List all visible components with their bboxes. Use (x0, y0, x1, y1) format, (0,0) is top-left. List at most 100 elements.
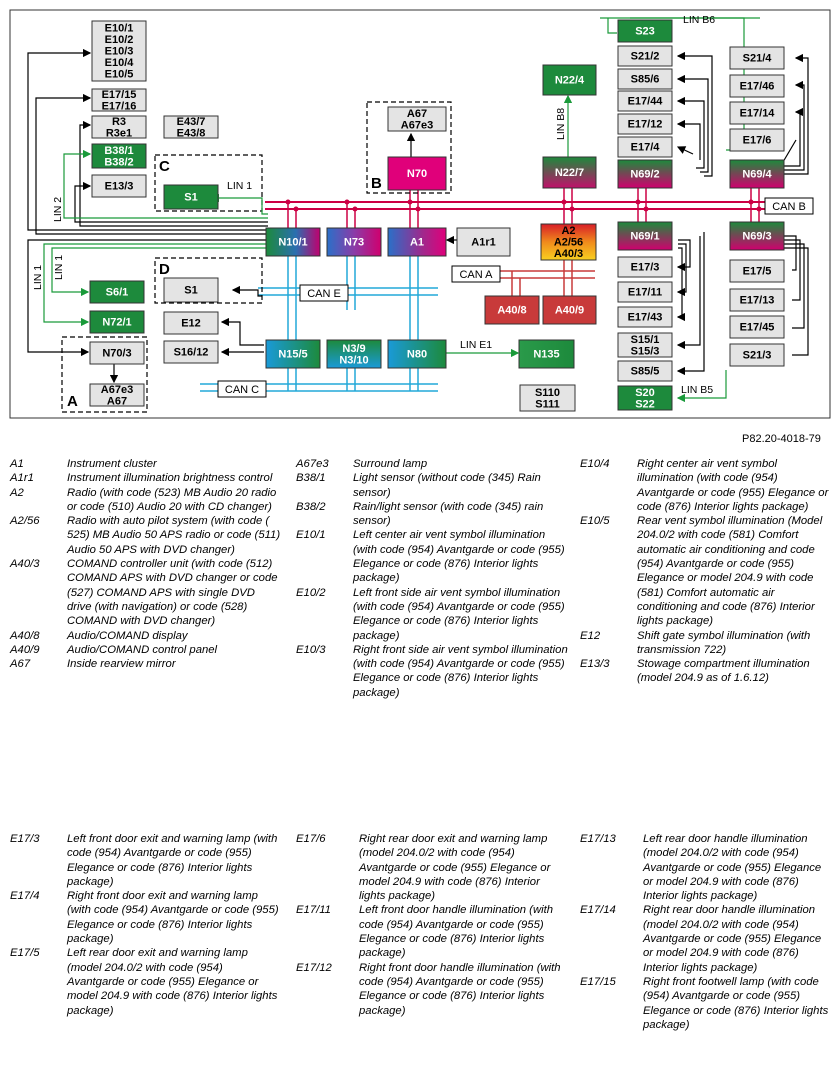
legend-code: A2 (10, 486, 24, 499)
legend-code: E13/3 (580, 658, 610, 671)
legend-entry: E17/3 Left front door exit and warning la… (10, 832, 282, 889)
node-box-e17-43: E17/43 (617, 306, 673, 328)
node-box-label: S15/3 (631, 345, 660, 357)
legend-code: E17/3 (10, 833, 40, 845)
node-box-rect (91, 88, 147, 112)
node-box-label: S85/5 (631, 366, 660, 378)
node-box-s85-6: S85/6 (617, 68, 673, 90)
node-box-rect (91, 143, 147, 169)
legend-code: A67e3 (296, 458, 329, 470)
legend-description: Surround lamp (353, 458, 428, 470)
node-box-label: S1 (184, 285, 197, 297)
node-box-a40-9: A40/9 (542, 295, 597, 325)
node-box-n15-5: N15/5 (265, 339, 321, 369)
legend-code: E17/13 (580, 833, 616, 845)
node-box-label: R3e1 (106, 127, 132, 139)
node-box-rect (163, 311, 219, 335)
node-box-rect (617, 281, 673, 303)
legend-column-4: E17/3 Left front door exit and warning la… (10, 832, 282, 1018)
node-box-label: S21/4 (743, 53, 773, 65)
node-box-rect (265, 227, 321, 257)
node-box-rect (540, 223, 597, 261)
lin-label-1b: LIN 1 (53, 255, 65, 280)
legend-description: Inside rearview mirror (67, 658, 176, 671)
legend-code: E10/3 (296, 643, 326, 656)
node-box-rect (729, 221, 785, 251)
node-box-rect (617, 159, 673, 189)
node-box-e17-6: E17/6 (729, 128, 785, 152)
legend-code: E17/6 (296, 833, 326, 845)
node-box-rect (617, 360, 673, 382)
legend-code: E17/11 (296, 904, 331, 917)
node-box-label: E17/15 (102, 89, 137, 101)
node-box-rect (89, 310, 145, 334)
node-boxes: E10/1E10/2E10/3E10/4E10/5E17/15E17/16R3R… (89, 19, 785, 412)
node-box-s21-2: S21/2 (617, 45, 673, 67)
node-box-label: E12 (181, 318, 201, 330)
lin-label-2: LIN 2 (52, 197, 64, 222)
node-box-label: E17/46 (740, 81, 775, 93)
legend-description: Left rear door handle illumination (mode… (643, 833, 822, 903)
node-box-label: A40/9 (555, 305, 584, 317)
legend-entry: A2 Radio (with code (523) MB Audio 20 rad… (10, 486, 282, 515)
node-box-label: E10/2 (105, 34, 134, 46)
node-box-rect (387, 156, 447, 191)
legend-description: Left front side air vent symbol illumina… (353, 586, 565, 642)
legend-code: E17/5 (10, 947, 40, 960)
node-box-label: B38/2 (104, 156, 133, 168)
dashed-groups (61, 101, 452, 413)
node-box-rect (617, 256, 673, 278)
node-box-label: S15/1 (631, 334, 660, 346)
legend-code: E10/5 (580, 515, 610, 528)
node-box-label: E10/1 (105, 23, 134, 35)
node-box-rect (617, 68, 673, 90)
node-box-label: E10/3 (105, 46, 134, 58)
node-box-label: E17/13 (740, 295, 775, 307)
legend-description: Radio (with code (523) MB Audio 20 radio… (67, 486, 277, 513)
node-box-e17-12: E17/12 (617, 113, 673, 135)
legend-column-6: E17/13 Left rear door handle illumination… (580, 832, 830, 1032)
node-box-s1: S1 (163, 277, 219, 303)
node-box-rect (89, 280, 145, 304)
legend-code: A40/8 (10, 629, 40, 642)
node-box-label: E17/5 (743, 266, 772, 278)
node-box-label: E17/12 (628, 119, 663, 131)
node-box-label: E17/43 (628, 312, 663, 324)
node-box-n22-4: N22/4 (542, 64, 597, 96)
legend-code: E12 (580, 629, 601, 642)
bus-labels: CAN B CAN A CAN E CAN C (217, 197, 814, 398)
node-box-rect (617, 136, 673, 158)
group-letter-c: C (159, 158, 170, 175)
legend-description: Left rear door exit and warning lamp (mo… (67, 947, 278, 1017)
lin-label-b8: LIN B8 (555, 108, 567, 140)
legend-code: E10/4 (580, 458, 610, 470)
legend-description: Audio/COMAND control panel (67, 643, 218, 656)
node-box-rect (542, 156, 597, 189)
node-box-label: N80 (407, 349, 427, 361)
node-box-s6-1: S6/1 (89, 280, 145, 304)
node-box-rect (387, 339, 447, 369)
legend-description: Left front door exit and warning lamp (w… (67, 833, 278, 888)
legend-code: B38/2 (296, 500, 326, 513)
node-box-rect (519, 384, 576, 412)
node-box-rect (729, 128, 785, 152)
node-box-label: N15/5 (278, 349, 307, 361)
node-box-label: E17/16 (102, 100, 137, 112)
node-box-n69-2: N69/2 (617, 159, 673, 189)
node-box-rect (518, 339, 575, 369)
